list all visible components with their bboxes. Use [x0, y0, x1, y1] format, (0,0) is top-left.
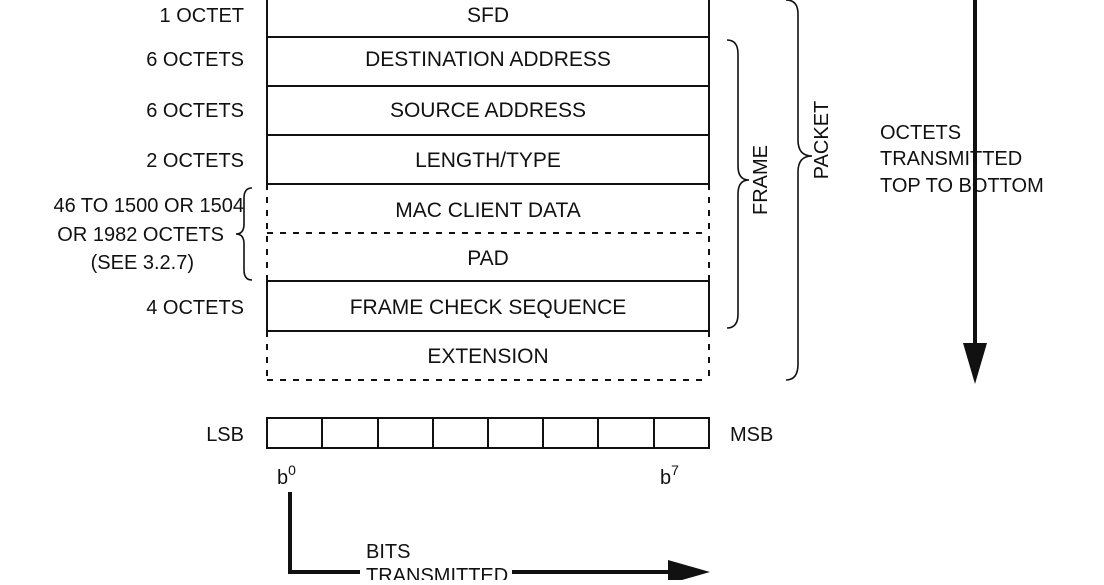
octet-order-indicator: OCTETS TRANSMITTED TOP TO BOTTOM — [880, 0, 1044, 384]
first-bit-sup: 0 — [288, 462, 296, 478]
field-name-extension: EXTENSION — [427, 345, 548, 368]
last-bit-sup: 7 — [671, 462, 679, 478]
octet-order-line-2: TRANSMITTED — [880, 148, 1022, 170]
field-name-source-address: SOURCE ADDRESS — [390, 99, 586, 122]
lsb-label: LSB — [206, 424, 244, 446]
data-size-label: 46 TO 1500 OR 1504 OR 1982 OCTETS (SEE 3… — [53, 187, 253, 281]
field-name-length-type: LENGTH/TYPE — [415, 149, 561, 172]
bit-order-line-2: TRANSMITTED — [366, 565, 508, 580]
field-name-mac-client-data: MAC CLIENT DATA — [395, 199, 581, 222]
octet-order-arrow-head — [963, 343, 987, 384]
field-name-destination-address: DESTINATION ADDRESS — [365, 48, 611, 71]
last-bit-base: b — [660, 467, 671, 489]
first-bit-label: b0 — [277, 462, 296, 489]
data-size-line-1: 46 TO 1500 OR 1504 — [53, 195, 244, 217]
data-size-line-2: OR 1982 OCTETS — [57, 224, 224, 246]
last-bit-label: b7 — [660, 462, 679, 489]
octet-order-line-1: OCTETS — [880, 122, 961, 144]
packet-label: PACKET — [811, 101, 833, 180]
bit-cells — [266, 417, 710, 449]
size-label-destination-address: 6 OCTETS — [146, 49, 244, 71]
data-size-line-3: (SEE 3.2.7) — [91, 252, 194, 274]
octet-order-line-3: TOP TO BOTTOM — [880, 175, 1044, 197]
bit-order-row: LSB MSB b0 b7 — [206, 417, 773, 489]
bit-order-indicator: BITS TRANSMITTED — [288, 492, 710, 585]
field-name-frame-check-sequence: FRAME CHECK SEQUENCE — [350, 296, 627, 319]
field-names: SFD DESTINATION ADDRESS SOURCE ADDRESS L… — [350, 4, 627, 368]
first-bit-base: b — [277, 467, 288, 489]
frame-label: FRAME — [750, 145, 772, 215]
bit-order-arrow-line-left — [288, 492, 360, 574]
field-name-sfd: SFD — [467, 4, 509, 27]
size-label-source-address: 6 OCTETS — [146, 100, 244, 122]
data-size-brace — [235, 187, 253, 281]
length-type-box — [266, 134, 710, 185]
size-label-sfd: 1 OCTET — [160, 5, 244, 27]
msb-label: MSB — [730, 424, 773, 446]
size-label-length-type: 2 OCTETS — [146, 150, 244, 172]
field-name-pad: PAD — [467, 247, 509, 270]
field-table — [266, 0, 710, 381]
dashed-optional-fields — [266, 184, 710, 381]
bit-order-line-1: BITS — [366, 541, 410, 563]
size-labels: 1 OCTET 6 OCTETS 6 OCTETS 2 OCTETS 4 OCT… — [146, 5, 244, 319]
bit-order-arrow-head — [668, 560, 710, 584]
packet-brace — [785, 0, 813, 381]
frame-check-sequence-box — [266, 280, 710, 332]
frame-brace — [726, 39, 750, 329]
packet-group: PACKET — [785, 0, 833, 381]
frame-group: FRAME — [726, 39, 772, 329]
size-label-frame-check-sequence: 4 OCTETS — [146, 297, 244, 319]
